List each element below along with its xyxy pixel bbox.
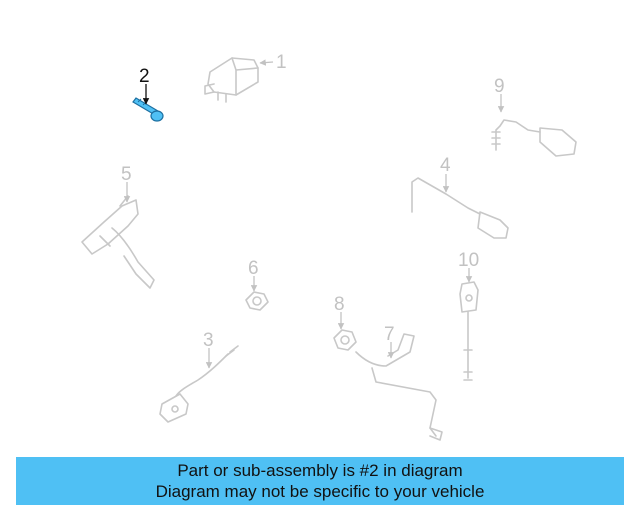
part-8-sensor[interactable]	[333, 312, 357, 351]
callout-7: 7	[384, 324, 395, 345]
callout-4: 4	[440, 155, 451, 176]
parts-diagram: 1 2 3 4 5 6	[81, 52, 577, 441]
part-10-sensor[interactable]	[459, 268, 479, 381]
banner-line-1: Part or sub-assembly is #2 in diagram	[177, 461, 463, 480]
callout-2: 2	[139, 66, 150, 87]
part-4-sensor[interactable]	[411, 174, 509, 239]
info-banner: Part or sub-assembly is #2 in diagram Di…	[16, 457, 624, 505]
part-6-sensor[interactable]	[245, 276, 269, 311]
part-3-oxygen-sensor[interactable]	[159, 345, 239, 423]
part-2-bolt[interactable]	[132, 84, 164, 122]
callout-8: 8	[334, 294, 345, 315]
callout-3: 3	[203, 330, 214, 351]
callout-5: 5	[121, 164, 132, 185]
callout-1: 1	[276, 52, 287, 73]
callout-10: 10	[458, 250, 479, 271]
part-7-sensor-tube[interactable]	[355, 333, 443, 441]
part-5-bracket[interactable]	[81, 182, 155, 289]
callout-6: 6	[248, 258, 259, 279]
part-9-oxygen-sensor[interactable]	[491, 94, 577, 157]
part-1-sensor[interactable]	[204, 57, 274, 103]
banner-line-2: Diagram may not be specific to your vehi…	[155, 482, 485, 501]
callout-9: 9	[494, 76, 505, 97]
